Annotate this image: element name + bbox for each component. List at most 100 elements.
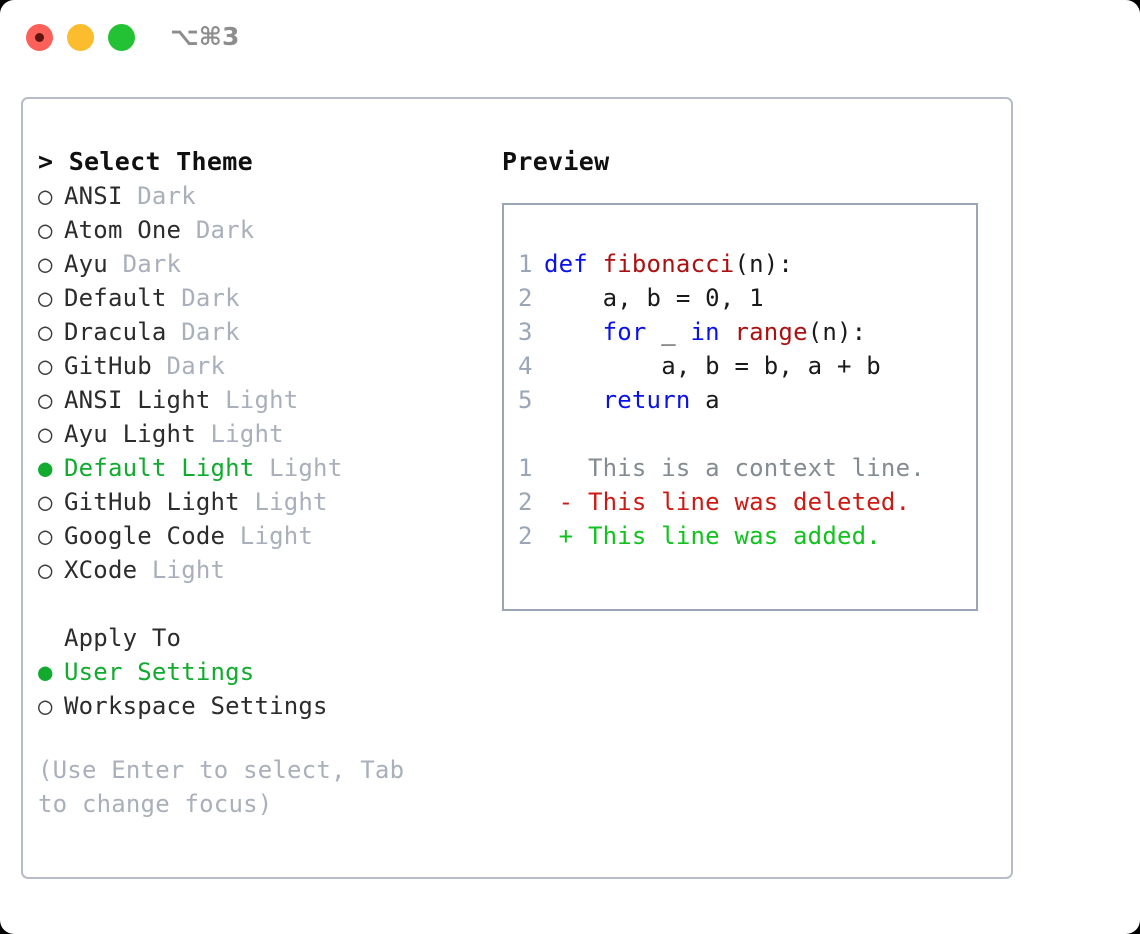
radio-unselected-icon: ○	[38, 284, 53, 312]
theme-option-github-light[interactable]: ○GitHub Light Light	[38, 485, 478, 519]
window-title: ⌥⌘3	[170, 22, 240, 51]
theme-option-ayu-light[interactable]: ○ Ayu Light Light	[38, 417, 478, 451]
theme-option-label: GitHub	[64, 352, 167, 380]
code-diff-separator	[518, 417, 970, 451]
theme-option-kind: Light	[210, 420, 284, 448]
code-token: a, b = 0, 1	[544, 284, 764, 312]
radio-unselected-icon: ○	[38, 488, 53, 516]
theme-option-google-code[interactable]: ○Google Code Light	[38, 519, 478, 553]
theme-option-kind: Dark	[181, 318, 240, 346]
theme-option-kind: Dark	[166, 352, 226, 380]
code-token: in	[690, 318, 720, 346]
code-line: 4 a, b = b, a + b	[518, 349, 970, 383]
code-token: + This line was added.	[544, 522, 881, 550]
code-token: range	[734, 318, 808, 346]
preview-heading: Preview	[502, 147, 610, 176]
maximize-window-button[interactable]	[108, 24, 135, 51]
theme-option-label: ANSI Light	[64, 386, 226, 414]
theme-option-label: Default Light	[64, 454, 270, 482]
theme-option-kind: Dark	[181, 284, 240, 312]
diff-line: 2 + This line was added.	[518, 519, 970, 553]
code-token: a, b = b, a + b	[544, 352, 881, 380]
diff-line: 1 This is a context line.	[518, 451, 970, 485]
line-number: 2	[518, 488, 533, 516]
code-token: (n):	[734, 250, 794, 278]
theme-selector-panel: > Select Theme ○ANSI Dark○Atom One Dark○…	[21, 97, 1013, 879]
code-line: 3 for _ in range(n):	[518, 315, 970, 349]
code-token: _	[646, 318, 691, 346]
theme-option-kind: Dark	[137, 182, 196, 210]
apply-to-option-user-settings[interactable]: ● User Settings	[38, 655, 478, 689]
apply-to-option-label: Workspace Settings	[64, 692, 328, 720]
radio-unselected-icon: ○	[38, 216, 53, 244]
radio-selected-icon: ●	[38, 454, 53, 482]
theme-option-ansi-light[interactable]: ○ANSI Light Light	[38, 383, 478, 417]
theme-option-dracula[interactable]: ○ Dracula Dark	[38, 315, 478, 349]
theme-option-kind: Light	[269, 454, 343, 482]
code-line: 2 a, b = 0, 1	[518, 281, 970, 315]
theme-option-ansi[interactable]: ○ ANSI Dark	[38, 179, 478, 213]
code-token: This is a context line.	[544, 454, 925, 482]
code-token: fibonacci	[602, 250, 735, 278]
theme-option-xcode[interactable]: ○ XCode Light	[38, 553, 478, 587]
radio-unselected-icon: ○	[38, 522, 53, 550]
line-number: 1	[518, 250, 533, 278]
minimize-window-button[interactable]	[67, 24, 94, 51]
theme-option-kind: Light	[225, 386, 299, 414]
list-gap	[38, 587, 478, 621]
line-number: 2	[518, 522, 533, 550]
radio-unselected-icon: ○	[38, 692, 53, 720]
radio-selected-icon: ●	[38, 658, 53, 686]
code-token: (n):	[807, 318, 867, 346]
radio-unselected-icon: ○	[38, 250, 53, 278]
theme-option-label: Dracula	[64, 318, 182, 346]
code-token	[544, 318, 603, 346]
theme-list-column: > Select Theme ○ANSI Dark○Atom One Dark○…	[38, 145, 478, 821]
theme-list[interactable]: ○ ANSI Dark ○ Atom One Dark ○ Ayu Dark ○ Defaul…	[38, 179, 478, 587]
code-line: 1 def fibonacci(n):	[518, 247, 970, 281]
keyboard-hint-text: (Use Enter to select, Tab to change focu…	[38, 756, 405, 818]
line-number: 1	[518, 454, 533, 482]
theme-option-kind: Dark	[195, 216, 255, 244]
code-token: for	[602, 318, 647, 346]
theme-option-label: Atom One	[64, 216, 196, 244]
theme-option-kind: Light	[151, 556, 226, 584]
line-number: 2	[518, 284, 533, 312]
radio-unselected-icon: ○	[38, 352, 53, 380]
radio-unselected-icon: ○	[38, 182, 53, 210]
apply-to-list[interactable]: ● User Settings ○ Workspace Settings	[38, 655, 478, 723]
apply-to-option-workspace-settings[interactable]: ○ Workspace Settings	[38, 689, 478, 723]
theme-option-label: ANSI	[64, 182, 138, 210]
theme-option-default-light[interactable]: ● Default Light Light	[38, 451, 478, 485]
theme-option-label: Ayu	[64, 250, 123, 278]
theme-option-ayu[interactable]: ○ Ayu Dark	[38, 247, 478, 281]
select-theme-heading: > Select Theme	[38, 147, 253, 176]
code-line: 5 return a	[518, 383, 970, 417]
code-token	[720, 318, 735, 346]
window-title-bar: ⌥⌘3	[0, 0, 1140, 78]
theme-option-default[interactable]: ○ Default Dark	[38, 281, 478, 315]
code-token: - This line was deleted.	[544, 488, 911, 516]
radio-unselected-icon: ○	[38, 318, 53, 346]
apply-to-option-label: User Settings	[64, 658, 255, 686]
theme-option-kind: Dark	[122, 250, 182, 278]
radio-unselected-icon: ○	[38, 556, 53, 584]
theme-option-label: Default	[64, 284, 182, 312]
code-token: def	[544, 250, 588, 278]
line-number: 5	[518, 386, 533, 414]
radio-unselected-icon: ○	[38, 420, 53, 448]
theme-option-atom-one[interactable]: ○ Atom One Dark	[38, 213, 478, 247]
line-number: 4	[518, 352, 533, 380]
line-number: 3	[518, 318, 533, 346]
window-controls	[26, 24, 135, 51]
theme-option-kind: Light	[239, 522, 314, 550]
theme-option-label: XCode	[64, 556, 152, 584]
code-token	[544, 386, 603, 414]
theme-option-label: Ayu Light	[64, 420, 211, 448]
theme-option-github[interactable]: ○ GitHub Dark	[38, 349, 478, 383]
close-window-button[interactable]	[26, 24, 53, 51]
